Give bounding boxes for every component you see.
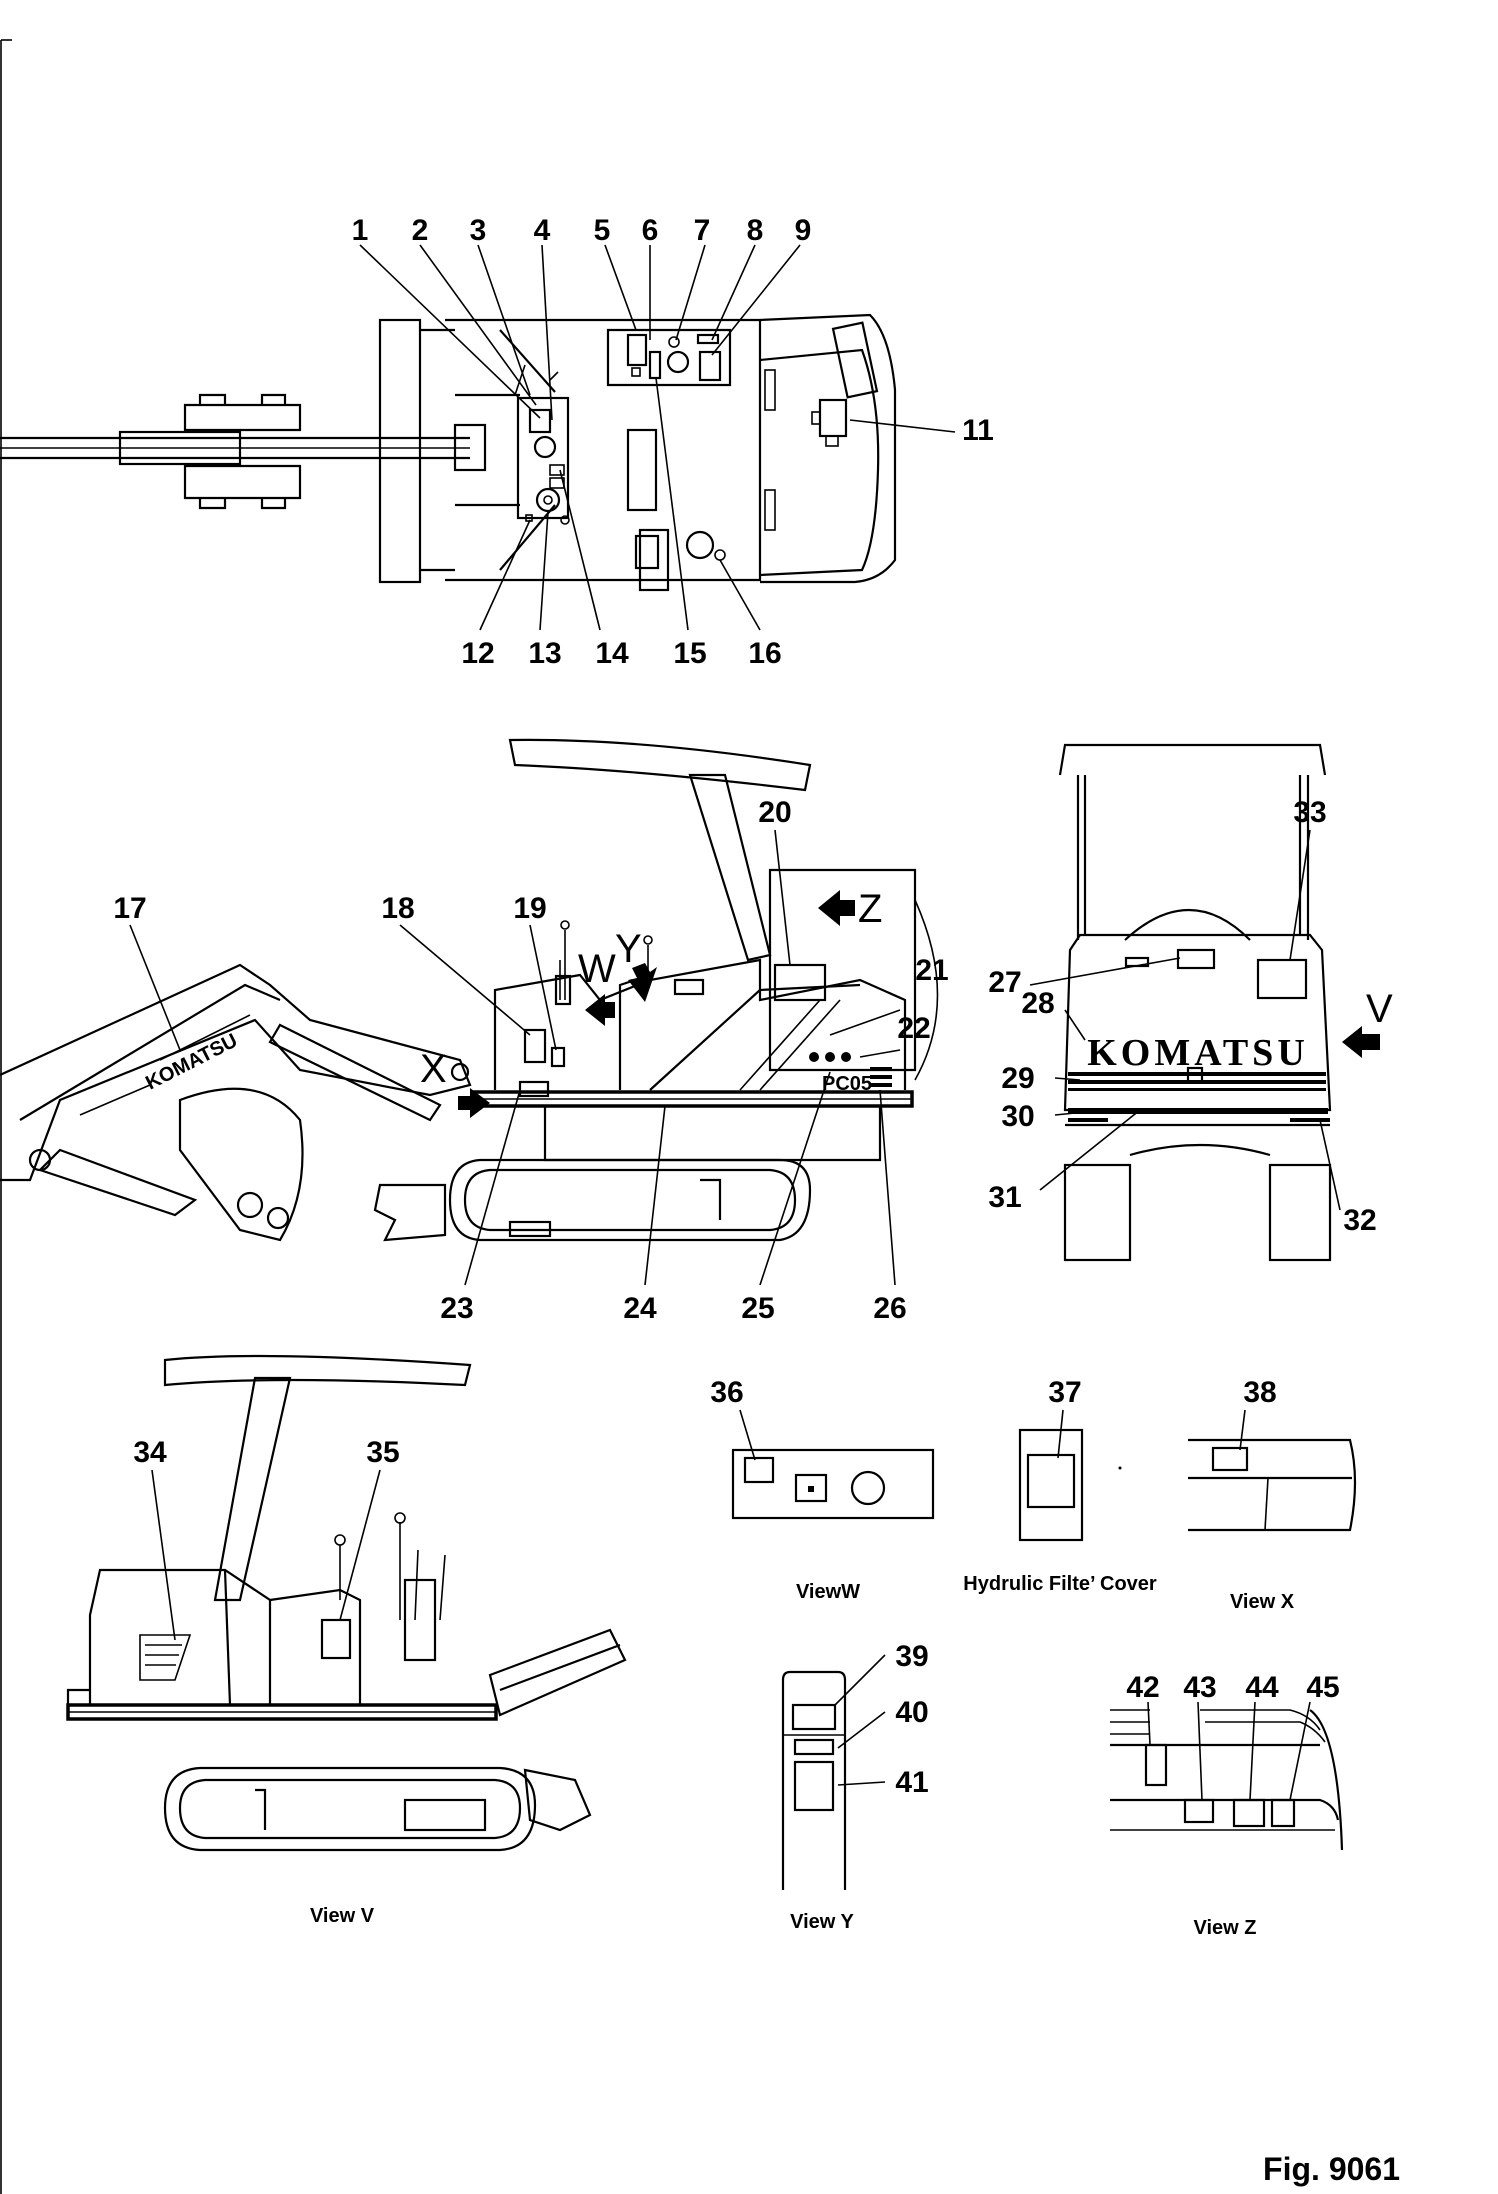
callout-9: 9 — [795, 214, 812, 247]
callout-1: 1 — [352, 214, 369, 247]
view-arrow-y-label: Y — [615, 927, 642, 971]
callout-20: 20 — [758, 796, 791, 829]
callout-15: 15 — [673, 637, 706, 670]
callout-40: 40 — [895, 1696, 928, 1729]
side-view-leaders — [129, 829, 901, 1286]
caption-view-z: View Z — [1194, 1917, 1257, 1939]
callout-13: 13 — [528, 637, 561, 670]
caption-view-v: View V — [310, 1905, 375, 1927]
callout-26: 26 — [873, 1292, 906, 1325]
callout-45: 45 — [1306, 1671, 1339, 1704]
callout-23: 23 — [440, 1292, 473, 1325]
view-arrow-x-label: X — [420, 1047, 447, 1091]
callout-31: 31 — [988, 1181, 1021, 1214]
callout-19: 19 — [513, 892, 546, 925]
callout-22: 22 — [897, 1012, 930, 1045]
komatsu-rear-logo: KOMATSU — [1087, 1032, 1309, 1074]
view-v-leaders — [151, 1469, 381, 1641]
callout-27: 27 — [988, 966, 1021, 999]
view-arrow-v-label: V — [1366, 987, 1393, 1031]
model-decal-pc05: PC05 — [822, 1073, 872, 1095]
callout-21: 21 — [915, 954, 948, 987]
callout-29: 29 — [1001, 1062, 1034, 1095]
caption-hydraulic-filter-cover: Hydrulic Filte’ Cover — [963, 1573, 1157, 1595]
callout-30: 30 — [1001, 1100, 1034, 1133]
callout-8: 8 — [747, 214, 764, 247]
callout-numbers: 1 2 3 4 5 6 7 8 9 11 12 13 14 15 16 17 1… — [113, 214, 1376, 1799]
caption-view-x: View X — [1230, 1591, 1295, 1613]
callout-4: 4 — [534, 214, 551, 247]
callout-12: 12 — [461, 637, 494, 670]
callout-43: 43 — [1183, 1671, 1216, 1704]
callout-32: 32 — [1343, 1204, 1376, 1237]
callout-3: 3 — [470, 214, 487, 247]
callout-35: 35 — [366, 1436, 399, 1469]
callout-6: 6 — [642, 214, 659, 247]
view-y-drawing — [781, 1654, 886, 1890]
hydraulic-filter-cover-drawing — [1018, 1409, 1122, 1542]
callout-18: 18 — [381, 892, 414, 925]
view-captions: ViewW Hydrulic Filte’ Cover View X View … — [310, 1573, 1295, 1939]
callout-38: 38 — [1243, 1376, 1276, 1409]
rear-view-leaders — [1029, 829, 1341, 1211]
figure-number: Fig. 9061 — [1263, 2151, 1400, 2187]
callout-44: 44 — [1245, 1671, 1279, 1704]
caption-view-y: View Y — [790, 1911, 854, 1933]
callout-42: 42 — [1126, 1671, 1159, 1704]
callout-16: 16 — [748, 637, 781, 670]
callout-39: 39 — [895, 1640, 928, 1673]
callout-11: 11 — [962, 414, 994, 447]
callout-5: 5 — [594, 214, 611, 247]
callout-24: 24 — [623, 1292, 657, 1325]
callout-25: 25 — [741, 1292, 774, 1325]
callout-17: 17 — [113, 892, 146, 925]
callout-2: 2 — [412, 214, 429, 247]
rear-view-drawing — [1058, 743, 1380, 1262]
komatsu-boom-logo: KOMATSU — [142, 1030, 241, 1095]
callout-14: 14 — [595, 637, 629, 670]
view-arrow-w-label: W — [578, 947, 616, 991]
top-view-leaders — [359, 244, 956, 631]
view-arrow-z-label: Z — [858, 887, 882, 931]
callout-36: 36 — [710, 1376, 743, 1409]
callout-41: 41 — [895, 1766, 928, 1799]
caption-view-w: ViewW — [796, 1581, 860, 1603]
view-w-drawing — [731, 1409, 935, 1520]
callout-28: 28 — [1021, 987, 1054, 1020]
side-view-drawing — [0, 738, 939, 1242]
machine-markings: KOMATSU KOMATSU PC05 — [142, 1030, 1309, 1095]
callout-7: 7 — [694, 214, 711, 247]
view-v-drawing — [66, 1354, 627, 1852]
view-x-drawing — [1188, 1409, 1357, 1532]
top-view-drawing — [0, 313, 897, 592]
callout-37: 37 — [1048, 1376, 1081, 1409]
view-arrow-letters: Z W Y X V — [420, 887, 1393, 1091]
callout-34: 34 — [133, 1436, 167, 1469]
callout-33: 33 — [1293, 796, 1326, 829]
view-z-drawing — [1110, 1701, 1344, 1851]
